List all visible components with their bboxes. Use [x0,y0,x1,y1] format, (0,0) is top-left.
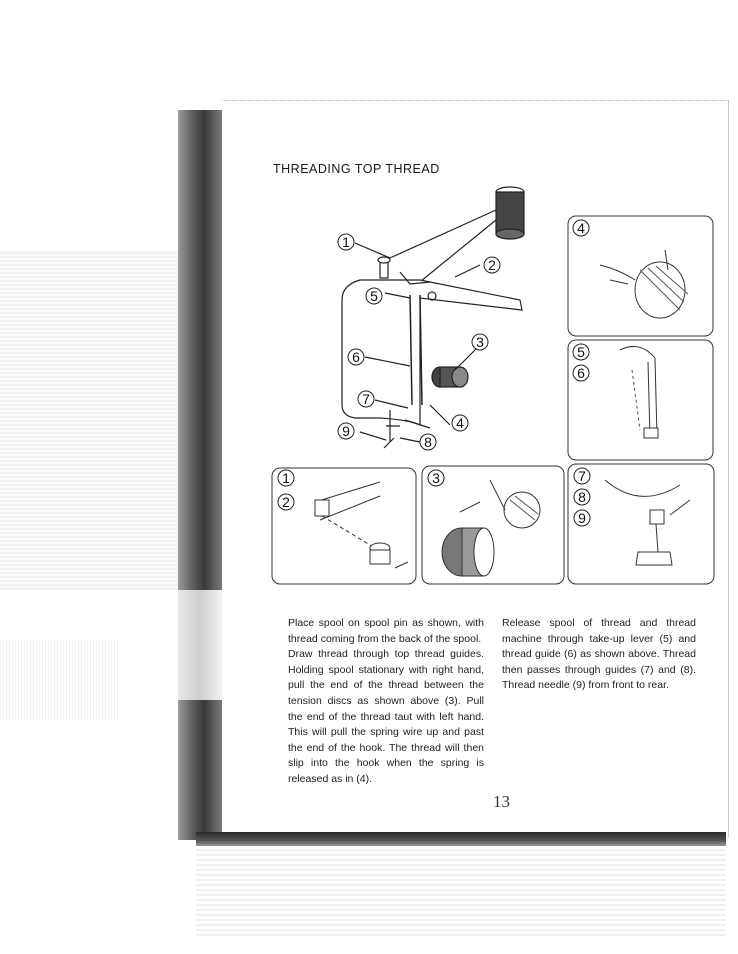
svg-text:7: 7 [578,468,586,484]
page-bottom-edge [196,832,726,846]
instruction-paragraph: Place spool on spool pin as shown, with … [288,617,484,645]
sewing-machine-head [341,256,523,449]
page-heading: THREADING TOP THREAD [273,162,440,177]
callout-5: 5 [365,287,383,305]
scan-noise-left-lower [0,640,120,720]
svg-text:9: 9 [342,423,350,439]
instructions-right-column: Release spool of thread and thread machi… [502,616,696,694]
svg-text:4: 4 [577,220,585,236]
svg-text:3: 3 [476,334,484,350]
callout-9: 9 [337,422,355,440]
detail-panel-1-2: 1 2 [271,467,417,585]
instruction-paragraph: Release spool of thread and thread machi… [502,617,696,692]
callout-3: 3 [471,333,489,351]
page-number: 13 [493,792,510,811]
svg-text:7: 7 [362,391,370,407]
callout-8: 8 [419,433,437,451]
scan-noise-left [0,250,190,590]
svg-text:3: 3 [432,470,440,486]
detail-panel-5-6: 5 6 [567,339,714,461]
callout-7: 7 [357,390,375,408]
callout-4: 4 [451,414,469,432]
detail-panel-3: 3 [421,465,565,585]
tension-knob-illustration [431,366,469,388]
svg-text:5: 5 [577,344,585,360]
svg-text:6: 6 [577,365,585,381]
svg-text:1: 1 [282,470,290,486]
detail-panel-4: 4 [567,215,714,337]
svg-text:4: 4 [456,415,464,431]
svg-text:1: 1 [342,234,350,250]
svg-text:6: 6 [352,349,360,365]
instructions-left-column: Place spool on spool pin as shown, with … [288,616,484,788]
callout-1: 1 [337,233,355,251]
svg-text:8: 8 [578,489,586,505]
svg-text:9: 9 [578,510,586,526]
threading-illustration: 1 2 3 4 5 6 7 8 9 4 5 6 [271,186,715,585]
callout-6: 6 [347,348,365,366]
callout-2: 2 [483,256,501,274]
detail-panel-7-8-9: 7 8 9 [567,463,715,585]
binding-light-patch [178,590,222,700]
svg-text:8: 8 [424,434,432,450]
svg-text:2: 2 [488,257,496,273]
svg-text:5: 5 [370,288,378,304]
svg-text:2: 2 [282,494,290,510]
spool-illustration [495,186,525,240]
scan-noise-bottom [196,846,726,936]
instruction-paragraph: Draw thread through top thread guides. H… [288,648,484,785]
book-binding-shadow [178,110,222,840]
